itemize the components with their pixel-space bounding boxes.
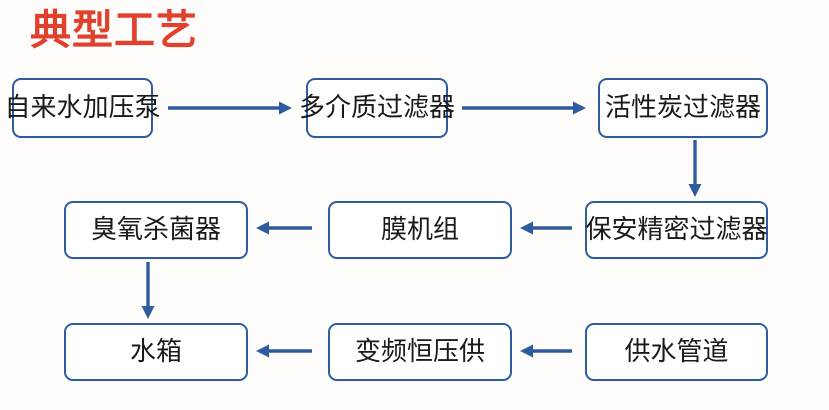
flow-node-label: 保安精密过滤器 — [585, 215, 768, 245]
flow-arrow-e2 — [462, 101, 586, 115]
flow-node-label: 臭氧杀菌器 — [90, 215, 221, 245]
flow-node-label: 多介质过滤器 — [299, 93, 456, 123]
flow-arrow-e3 — [688, 140, 702, 197]
flow-node-n5[interactable]: 膜机组 — [328, 201, 512, 259]
flow-arrow-e4 — [520, 221, 572, 235]
flow-arrow-e1 — [168, 101, 292, 115]
flow-node-n3[interactable]: 活性炭过滤器 — [598, 78, 768, 138]
flow-node-label: 变频恒压供 — [354, 337, 485, 367]
flow-node-n6[interactable]: 臭氧杀菌器 — [64, 201, 248, 259]
flow-node-n4[interactable]: 保安精密过滤器 — [585, 201, 768, 259]
flow-arrow-e5 — [256, 221, 312, 235]
flow-node-label: 水箱 — [129, 337, 182, 367]
flow-node-n2[interactable]: 多介质过滤器 — [299, 78, 455, 138]
flow-arrow-e8 — [256, 344, 312, 358]
page-title: 典型工艺 — [30, 6, 198, 54]
flow-arrow-e6 — [141, 262, 155, 319]
flow-node-label: 活性炭过滤器 — [604, 93, 761, 123]
flow-node-n9[interactable]: 供水管道 — [585, 323, 768, 381]
flow-node-label: 膜机组 — [380, 215, 459, 245]
flow-node-n1[interactable]: 自来水加压泵 — [5, 78, 161, 138]
flow-node-n8[interactable]: 变频恒压供 — [328, 323, 512, 381]
flow-node-n7[interactable]: 水箱 — [64, 323, 248, 381]
flow-node-label: 供水管道 — [624, 337, 729, 367]
flow-node-label: 自来水加压泵 — [4, 93, 161, 123]
flow-arrow-e7 — [520, 344, 572, 358]
